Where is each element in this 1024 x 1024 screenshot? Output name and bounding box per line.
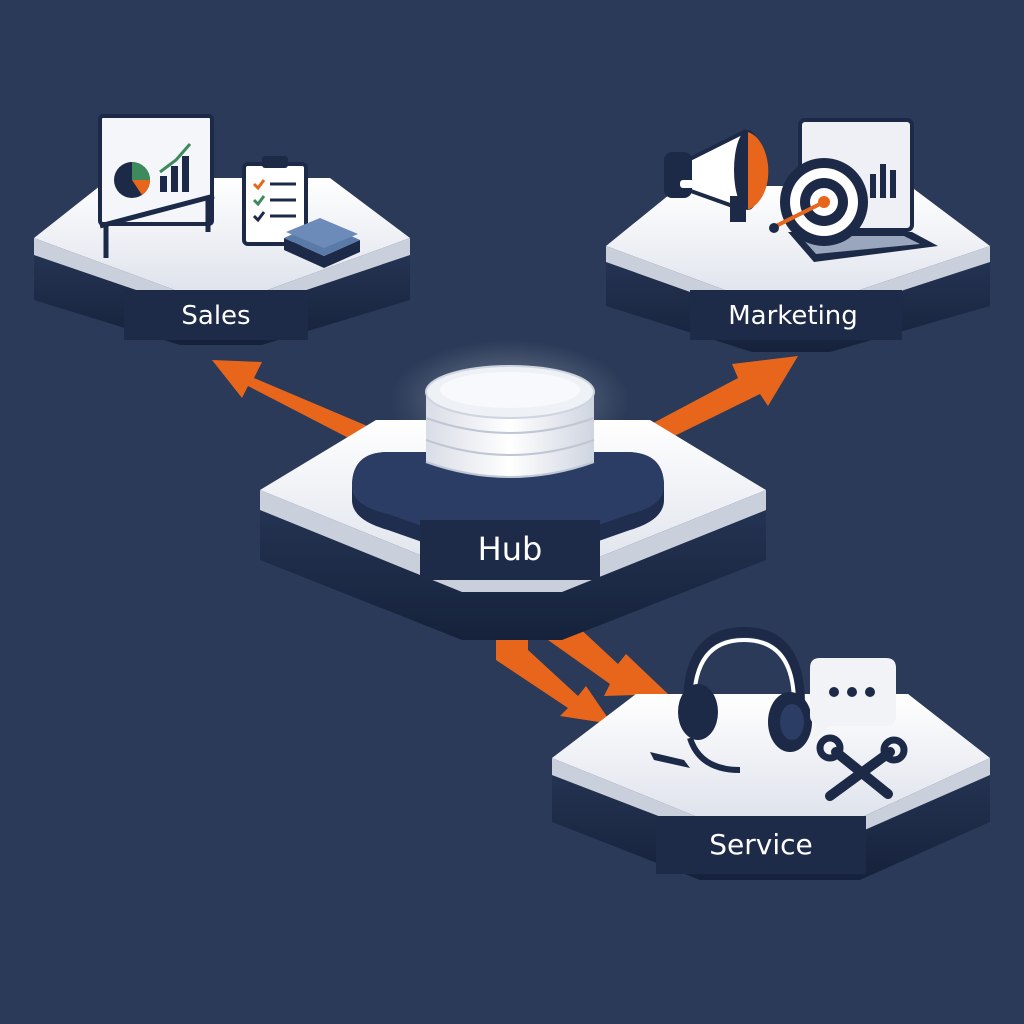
label-plate xyxy=(690,290,902,340)
target-icon xyxy=(769,158,868,246)
chat-bubble-icon xyxy=(810,658,896,740)
node-hub: Hub xyxy=(260,340,766,640)
arrow-hub-to-marketing xyxy=(640,356,798,448)
node-service: Service xyxy=(552,626,990,880)
database-icon xyxy=(390,340,630,478)
presentation-chart-icon xyxy=(98,114,215,258)
wrench-tools-icon xyxy=(816,734,908,801)
node-label-service: Service xyxy=(709,828,812,861)
node-label-sales: Sales xyxy=(181,301,250,331)
stacked-blocks-icon xyxy=(284,218,360,268)
node-label-hub: Hub xyxy=(478,530,543,568)
headset-icon xyxy=(650,626,812,773)
label-plate xyxy=(124,290,308,340)
node-sales: Sales xyxy=(34,114,410,345)
label-plate xyxy=(420,520,600,580)
clipboard-checklist-icon xyxy=(242,156,308,246)
node-marketing: Marketing xyxy=(606,118,990,352)
arrow-hub-to-sales xyxy=(212,360,372,446)
node-label-marketing: Marketing xyxy=(728,301,858,331)
label-plate xyxy=(656,816,866,874)
megaphone-icon xyxy=(664,128,769,222)
